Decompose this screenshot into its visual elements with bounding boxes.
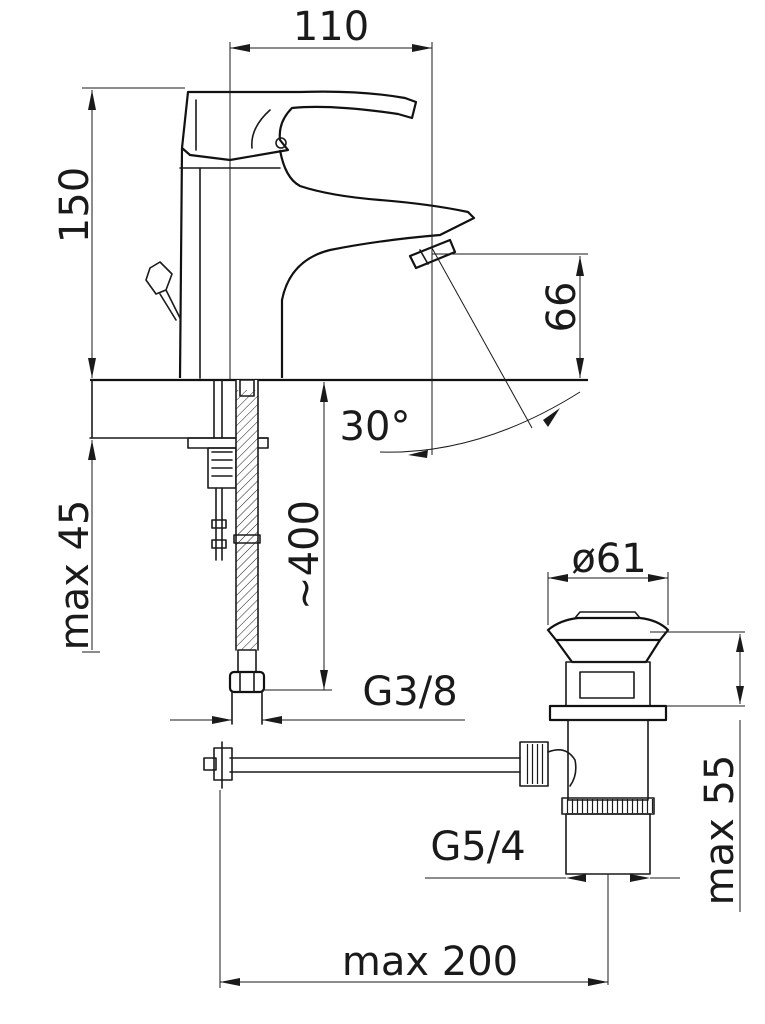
dim-width-top: 110 [293,4,369,50]
hose-assembly [187,379,269,725]
drain-assembly [203,611,670,875]
dim-deck-thickness: max 45 [52,500,98,651]
faucet-body [145,90,476,379]
dim-spout-height: 66 [539,282,585,333]
dim-height-total: 150 [52,167,98,243]
dim-rod-length: max 200 [342,939,518,985]
dim-drain-thread: G5/4 [430,824,525,870]
dim-hose-thread: G3/8 [362,669,457,715]
dimension-lines [82,42,745,988]
dim-drain-diameter: ø61 [571,536,646,582]
dim-hose-length: ~400 [282,500,328,610]
dim-angle: 30° [340,404,411,450]
dim-drain-height: max 55 [697,755,743,906]
